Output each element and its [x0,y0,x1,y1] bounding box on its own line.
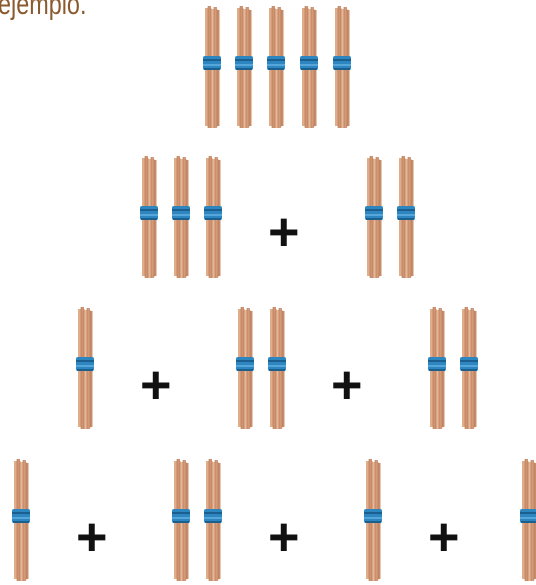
stick-bundle [428,305,446,431]
plus-sign: + [428,510,460,564]
plus-sign: + [268,510,300,564]
plus-sign: + [268,205,300,259]
stick-bundle [12,457,30,583]
stick-bundle [204,457,222,583]
stick-bundle [235,4,253,130]
stick-bundle [76,305,94,431]
stick-bundle [365,154,383,280]
plus-sign: + [140,358,172,412]
stick-bundle [268,305,286,431]
stick-bundle [397,154,415,280]
stick-bundle [236,305,254,431]
stick-bundle [172,457,190,583]
page-title: ejemplo. [0,0,86,22]
stick-bundle [267,4,285,130]
stick-bundle [333,4,351,130]
stick-bundle [460,305,478,431]
stick-bundle [204,154,222,280]
stick-bundle [520,457,536,583]
plus-sign: + [76,510,108,564]
stick-bundle [172,154,190,280]
plus-sign: + [331,358,363,412]
stick-bundle [140,154,158,280]
stick-bundle [300,4,318,130]
stick-bundle [203,4,221,130]
stick-bundle [364,457,382,583]
